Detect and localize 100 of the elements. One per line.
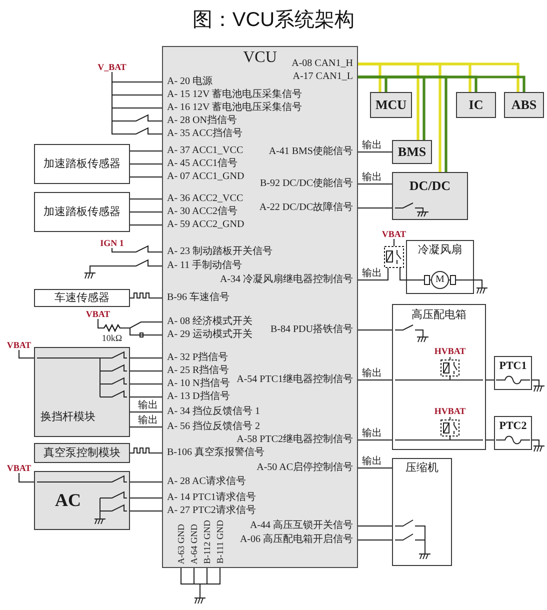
pin-label: A-22 DC/DC故障信号 xyxy=(259,202,357,214)
pin-label: A-54 PTC1继电器控制信号 xyxy=(236,374,357,386)
edge-label: 输出 xyxy=(138,415,158,426)
supply-label: VBAT xyxy=(6,340,32,350)
module-name: PTC2 xyxy=(499,419,527,433)
edge-label: 输出 xyxy=(362,172,382,183)
module-name: 车速传感器 xyxy=(54,291,110,305)
wire xyxy=(112,72,162,134)
module-box xyxy=(494,356,532,390)
pin-label: A- 35 ACC挡信号 xyxy=(163,128,243,140)
signal-label: HVBAT xyxy=(434,346,466,356)
module-name: BMS xyxy=(398,144,426,160)
supply-label: VBAT xyxy=(6,463,32,473)
pin-label: A- 28 AC请求信号 xyxy=(163,476,246,488)
module-name: AC xyxy=(55,490,81,511)
pin-label: A-06 高压配电箱开启信号 xyxy=(240,534,357,546)
module-name: IC xyxy=(468,97,484,113)
wire xyxy=(200,568,220,596)
module-box xyxy=(34,443,130,463)
wire xyxy=(98,318,162,338)
module-box xyxy=(34,471,130,530)
module-name: 加速踏板传感器 xyxy=(44,205,120,219)
wire xyxy=(448,280,482,286)
module-name: 加速踏板传感器 xyxy=(44,157,120,171)
wire xyxy=(130,224,162,226)
pin-label: A- 45 ACC1信号 xyxy=(163,158,238,170)
pin-label: A- 36 ACC2_VCC xyxy=(163,193,244,205)
pin-label: A- 59 ACC2_GND xyxy=(163,219,244,231)
wire xyxy=(400,268,432,280)
wire xyxy=(130,448,162,454)
wire xyxy=(130,150,162,152)
edge-label: 输出 xyxy=(362,140,382,151)
wire xyxy=(532,380,540,384)
pin-label: A-08 CAN1_H xyxy=(292,58,357,70)
edge-label: 输出 xyxy=(362,428,382,439)
module-name: 冷凝风扇 xyxy=(418,243,462,257)
pin-label: A-50 AC启停控制信号 xyxy=(256,462,357,474)
wire xyxy=(130,370,162,372)
pin-label: A- 37 ACC1_VCC xyxy=(163,145,244,157)
pin-label: A- 32 P挡信号 xyxy=(163,352,228,364)
module-box xyxy=(456,92,496,118)
module-box xyxy=(34,192,130,232)
pin-label: B-96 车速信号 xyxy=(163,292,230,304)
pin-label: A- 07 ACC1_GND xyxy=(163,171,244,183)
pin-label: B-84 PDU搭铁信号 xyxy=(270,324,357,336)
pin-label: A- 28 ON挡信号 xyxy=(163,115,237,127)
edge-label: 输出 xyxy=(362,268,382,279)
pin-label: B-106 真空泵报警信号 xyxy=(163,447,264,459)
pin-label: A- 29 运动模式开关 xyxy=(163,329,253,341)
module-name: 换挡杆模块 xyxy=(40,410,96,424)
module-box xyxy=(34,347,130,437)
pin-label: A- 08 经济模式开关 xyxy=(163,316,253,328)
pin-label: A-64 GND xyxy=(188,524,200,567)
module-name: 压缩机 xyxy=(406,461,438,475)
module-name: 真空泵控制模块 xyxy=(44,446,120,460)
wire xyxy=(358,268,388,280)
wire xyxy=(130,176,162,178)
pin-label: A- 20 电源 xyxy=(163,76,213,88)
module-box xyxy=(34,289,130,307)
pin-label: A- 27 PTC2请求信号 xyxy=(163,505,256,517)
pin-label: A- 11 手制动信号 xyxy=(163,260,242,272)
module-box xyxy=(392,304,486,450)
pin-label: A- 10 N挡信号 xyxy=(163,378,230,390)
module-box xyxy=(406,240,474,294)
module-box xyxy=(392,458,452,566)
relay-symbol xyxy=(384,246,404,268)
module-box xyxy=(392,140,432,164)
pin-label: A- 16 12V 蓄电池电压采集信号 xyxy=(163,102,302,114)
pin-label: A- 56 挡位反馈信号 2 xyxy=(163,421,260,433)
wire xyxy=(130,396,162,398)
box-title: VCU xyxy=(243,49,277,67)
controller-box xyxy=(162,46,358,568)
supply-label: IGN 1 xyxy=(100,238,124,248)
pin-label: A-17 CAN1_L xyxy=(292,71,357,83)
wire xyxy=(90,259,162,272)
wire xyxy=(112,245,162,252)
pin-label: B-112 GND xyxy=(201,520,213,567)
pin-label: A- 23 制动踏板开关信号 xyxy=(163,246,273,258)
module-name: MCU xyxy=(375,97,407,113)
supply-label: VBAT xyxy=(382,229,406,239)
pin-label: A- 14 PTC1请求信号 xyxy=(163,492,256,504)
pin-label: B-92 DC/DC使能信号 xyxy=(260,178,357,190)
edge-label: 输出 xyxy=(362,456,382,467)
pin-label: A-34 冷凝风扇继电器控制信号 xyxy=(220,274,357,286)
wire xyxy=(130,426,162,428)
resistor-value: 10kΩ xyxy=(102,333,122,343)
wire xyxy=(18,350,34,358)
wire xyxy=(18,472,34,482)
module-name: PTC1 xyxy=(499,359,527,373)
supply-label: V_BAT xyxy=(98,62,126,72)
edge-label: 输出 xyxy=(138,400,158,411)
pin-label: A- 34 挡位反馈信号 1 xyxy=(163,406,260,418)
wire xyxy=(130,292,162,298)
module-box xyxy=(504,92,544,118)
wire xyxy=(358,62,520,92)
pin-label: A-58 PTC2继电器控制信号 xyxy=(236,434,357,446)
pin-label: A- 25 R挡信号 xyxy=(163,365,230,377)
pin-label: A- 30 ACC2信号 xyxy=(163,206,238,218)
module-name: 高压配电箱 xyxy=(412,308,466,322)
module-box xyxy=(392,172,468,220)
